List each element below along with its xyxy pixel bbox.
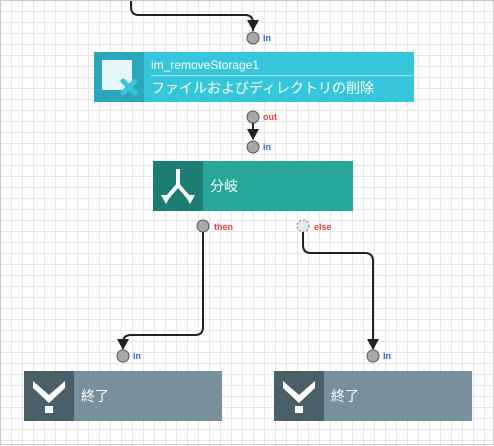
remove-storage-icon (94, 52, 144, 102)
arrowhead-branch-in (247, 129, 259, 140)
end-node-then-name: 終了 (81, 388, 109, 404)
arrowhead-end2-in (367, 339, 379, 350)
end-node-else[interactable]: 終了 (274, 371, 472, 421)
port-label-task-out: out (263, 112, 277, 122)
port-branch-then[interactable] (196, 219, 210, 233)
task-node-name: ファイルおよびディレクトリの削除 (151, 79, 375, 96)
end-arrow-icon (24, 371, 74, 421)
branch-node-name: 分岐 (210, 178, 238, 194)
port-label-task-in: in (263, 33, 271, 43)
end-node-then[interactable]: 終了 (24, 371, 222, 421)
end-node-else-name: 終了 (331, 388, 359, 404)
branch-icon (153, 161, 203, 211)
port-label-branch-in: in (263, 142, 271, 152)
port-label-end1-in: in (133, 351, 141, 361)
arrowhead-task-in (247, 20, 259, 31)
port-end1-in[interactable] (116, 349, 130, 363)
arrowhead-end1-in (117, 339, 129, 350)
task-node-id: im_removeStorage1 (151, 57, 414, 76)
connector-else-to-end2[interactable] (302, 232, 374, 349)
port-task-in[interactable] (246, 31, 260, 45)
branch-node[interactable]: 分岐 (153, 161, 353, 211)
port-branch-else[interactable] (296, 219, 310, 233)
port-label-end2-in: in (383, 351, 391, 361)
task-node-remove-storage[interactable]: im_removeStorage1 ファイルおよびディレクトリの削除 (94, 52, 414, 102)
port-end2-in[interactable] (366, 349, 380, 363)
connector-then-to-end1[interactable] (122, 232, 204, 349)
end-arrow-icon (274, 371, 324, 421)
port-label-branch-then: then (214, 222, 233, 232)
port-branch-in[interactable] (246, 140, 260, 154)
connector-into-task[interactable] (130, 1, 254, 31)
port-label-branch-else: else (314, 222, 332, 232)
port-task-out[interactable] (246, 110, 260, 124)
